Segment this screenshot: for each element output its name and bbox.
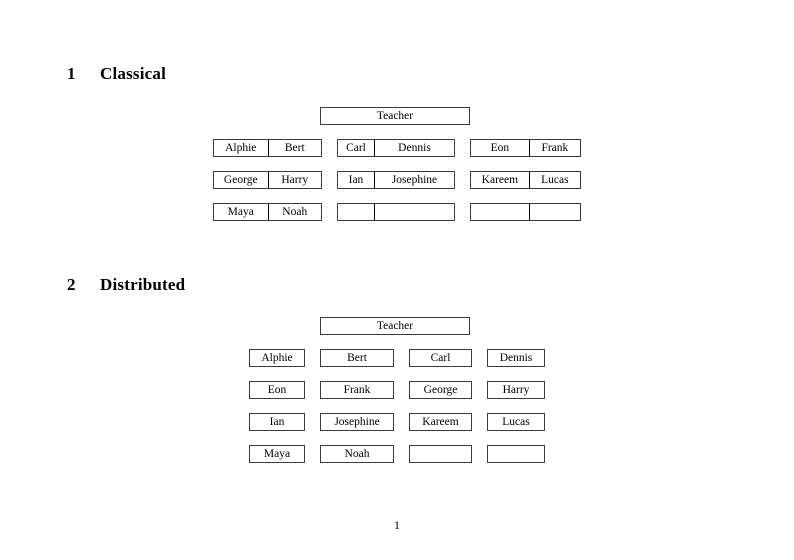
section-title: Distributed	[100, 275, 186, 294]
student-cell: Alphie	[225, 142, 257, 154]
student-cell: Harry	[267, 172, 322, 188]
distributed-teacher-box: Teacher	[320, 317, 470, 335]
page-number: 1	[394, 518, 400, 532]
student-cell: Bert	[267, 140, 322, 156]
student-cell: Frank	[528, 140, 580, 156]
section-number: 2	[67, 275, 76, 294]
student-cell: Eon	[490, 142, 510, 154]
student-cell: Noah	[267, 204, 322, 220]
student-box: George	[409, 381, 472, 399]
classical-group: Eon Frank	[470, 139, 581, 157]
student-box: Harry	[487, 381, 545, 399]
student-cell-empty	[338, 204, 374, 220]
student-cell: Carl	[346, 142, 366, 154]
student-box: Noah	[320, 445, 394, 463]
classical-group-empty	[337, 203, 455, 221]
student-box-empty	[487, 445, 545, 463]
classical-group: Carl Dennis	[337, 139, 455, 157]
student-cell: Lucas	[528, 172, 580, 188]
student-box: Frank	[320, 381, 394, 399]
student-cell-empty	[471, 204, 529, 220]
section-number: 1	[67, 64, 76, 83]
classical-teacher-box: Teacher	[320, 107, 470, 125]
student-box: Carl	[409, 349, 472, 367]
student-box: Kareem	[409, 413, 472, 431]
student-cell: George	[223, 174, 258, 186]
classical-group: George Harry	[213, 171, 322, 189]
classical-group: Ian Josephine	[337, 171, 455, 189]
student-cell: Ian	[348, 174, 364, 186]
student-box: Bert	[320, 349, 394, 367]
classical-group: Kareem Lucas	[470, 171, 581, 189]
student-cell: Kareem	[481, 174, 519, 186]
student-cell: Josephine	[373, 172, 454, 188]
classical-group: Maya Noah	[213, 203, 322, 221]
student-cell: Maya	[227, 206, 254, 218]
student-cell: Dennis	[373, 140, 454, 156]
student-box: Dennis	[487, 349, 545, 367]
student-box-empty	[409, 445, 472, 463]
classical-group: Alphie Bert	[213, 139, 322, 157]
section-heading-distributed: 2 Distributed	[67, 275, 185, 295]
section-title: Classical	[100, 64, 167, 83]
student-cell-empty	[528, 204, 580, 220]
student-box: Maya	[249, 445, 305, 463]
classical-group-empty	[470, 203, 581, 221]
student-box: Ian	[249, 413, 305, 431]
student-box: Eon	[249, 381, 305, 399]
student-box: Josephine	[320, 413, 394, 431]
student-box: Lucas	[487, 413, 545, 431]
section-heading-classical: 1 Classical	[67, 64, 166, 84]
student-cell-empty	[373, 204, 454, 220]
student-box: Alphie	[249, 349, 305, 367]
